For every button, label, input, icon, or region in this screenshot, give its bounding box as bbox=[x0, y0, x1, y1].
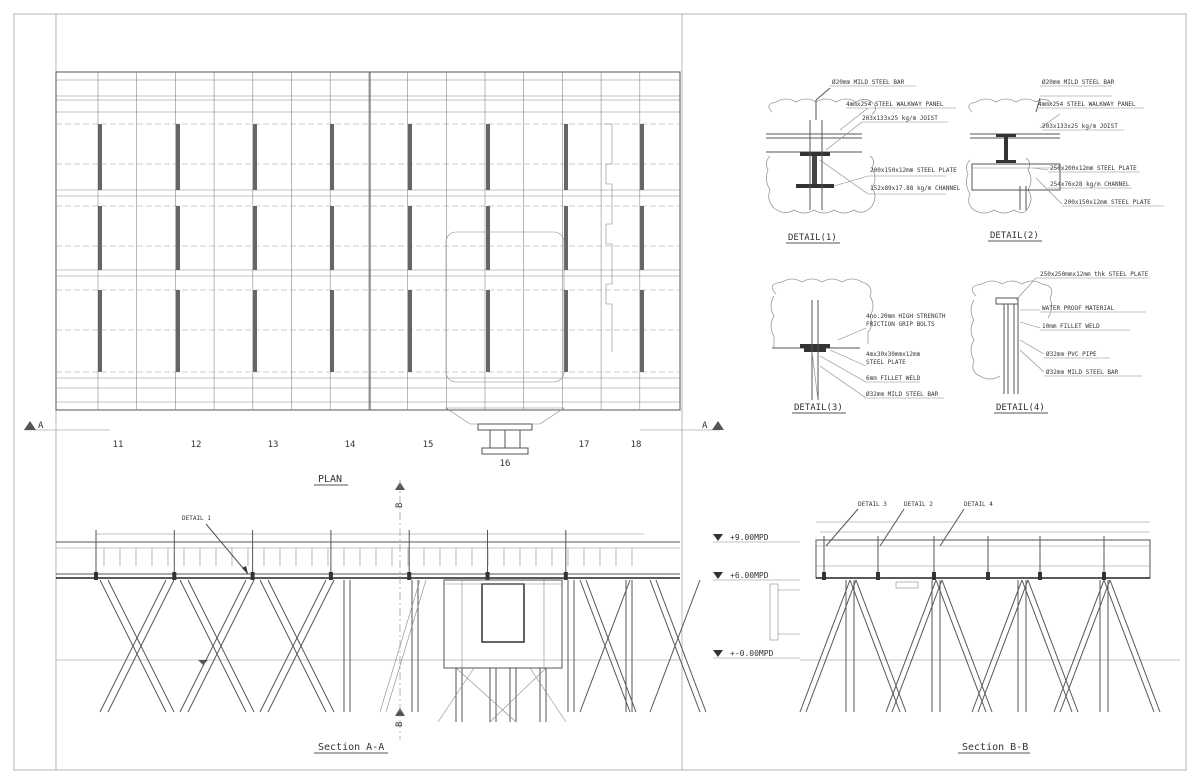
detail-4: 250x250mmx12mm thk STEEL PLATE WATER PRO… bbox=[970, 271, 1150, 414]
section-a-a-view: B B DETAIL 1 Section A-A bbox=[56, 480, 707, 754]
plan-view: A A 11 12 13 14 15 16 17 18 PLAN bbox=[24, 71, 724, 486]
detail-2: Ø20mm MILD STEEL BAR 4mmx254 STEEL WALKW… bbox=[966, 79, 1164, 242]
section-a-a-detail-label: DETAIL 1 bbox=[182, 515, 211, 522]
detail-label: 254x76x28 kg/m CHANNEL bbox=[1050, 181, 1130, 188]
detail-label: FRICTION GRIP BOLTS bbox=[866, 321, 935, 328]
grid-label: 17 bbox=[579, 440, 590, 450]
grid-label: 14 bbox=[345, 440, 356, 450]
detail-label: WATER PROOF MATERIAL bbox=[1042, 305, 1115, 312]
section-a-a-structure bbox=[56, 530, 707, 723]
detail-label: STEEL PLATE bbox=[866, 359, 906, 366]
grid-label: 13 bbox=[268, 440, 279, 450]
detail-callout: DETAIL 2 bbox=[904, 501, 933, 508]
grid-label: 12 bbox=[191, 440, 202, 450]
section-a-a-title: Section A-A bbox=[318, 742, 384, 753]
detail-title: DETAIL(2) bbox=[990, 231, 1039, 241]
detail-label: 250x200x12mm STEEL PLATE bbox=[1050, 165, 1137, 172]
detail-label: 200x150x12mm STEEL PLATE bbox=[1064, 199, 1151, 206]
section-b-b-detail-callouts: DETAIL 3 DETAIL 2 DETAIL 4 bbox=[825, 501, 993, 547]
detail-label: 10mm FILLET WELD bbox=[1042, 323, 1100, 330]
section-marker-right: A bbox=[702, 421, 708, 431]
detail-1: Ø20mm MILD STEEL BAR 4mmx254 STEEL WALKW… bbox=[766, 79, 961, 244]
detail-label: Ø20mm MILD STEEL BAR bbox=[1042, 79, 1115, 86]
section-b-marker-top: B bbox=[395, 503, 405, 508]
detail-label: 203x133x25 kg/m JOIST bbox=[1042, 123, 1118, 130]
detail-label: 200x150x12mm STEEL PLATE bbox=[870, 167, 957, 174]
detail-label: 4no.20mm HIGH STRENGTH bbox=[866, 313, 946, 320]
plan-grid-labels: 11 12 13 14 15 16 17 18 bbox=[113, 440, 642, 469]
plan-support-node bbox=[445, 407, 565, 455]
water-level-marker bbox=[198, 660, 208, 665]
detail-title: DETAIL(1) bbox=[788, 233, 837, 243]
section-arrow-left bbox=[24, 421, 36, 430]
detail-label: Ø32mm MILD STEEL BAR bbox=[1046, 369, 1119, 376]
section-marker-left: A bbox=[38, 421, 44, 431]
detail-label: 4mmx254 STEEL WALKWAY PANEL bbox=[846, 101, 944, 108]
detail-callout: DETAIL 3 bbox=[858, 501, 887, 508]
section-b-b-side-bracket bbox=[769, 583, 800, 641]
detail-label: 152x89x17.88 kg/m CHANNEL bbox=[870, 185, 961, 192]
level-label-top: +9.00MPD bbox=[730, 533, 769, 542]
grid-label: 15 bbox=[423, 440, 434, 450]
section-b-b-title: Section B-B bbox=[962, 742, 1028, 753]
detail-title: DETAIL(4) bbox=[996, 403, 1045, 413]
detail-label: 4mmx254 STEEL WALKWAY PANEL bbox=[1038, 101, 1136, 108]
grid-label: 18 bbox=[631, 440, 642, 450]
plan-deck-grid bbox=[55, 71, 681, 411]
detail-label: Ø32mm PVC PIPE bbox=[1046, 351, 1097, 358]
section-b-b-view: +9.00MPD +6.00MPD +-0.00MPD DETAIL 3 DET… bbox=[713, 501, 1180, 754]
section-a-a-pier bbox=[443, 579, 563, 669]
detail-label: 6mm FILLET WELD bbox=[866, 375, 921, 382]
section-arrow-right bbox=[712, 421, 724, 430]
detail-3: 4no.20mm HIGH STRENGTH FRICTION GRIP BOL… bbox=[770, 278, 946, 414]
detail-label: 250x250mmx12mm thk STEEL PLATE bbox=[1040, 271, 1149, 278]
grid-label: 16 bbox=[500, 459, 511, 469]
detail-label: Ø32mm MILD STEEL BAR bbox=[866, 391, 939, 398]
detail-label: 203x133x25 kg/m JOIST bbox=[862, 115, 938, 122]
level-label-mid: +6.00MPD bbox=[730, 571, 769, 580]
detail-callout: DETAIL 4 bbox=[964, 501, 993, 508]
level-markers: +9.00MPD +6.00MPD +-0.00MPD bbox=[713, 533, 800, 659]
section-b-b-structure bbox=[799, 521, 1180, 713]
level-label-bottom: +-0.00MPD bbox=[730, 649, 774, 658]
detail-label: 4mx30x30mmx12mm bbox=[866, 351, 921, 358]
detail-title: DETAIL(3) bbox=[794, 403, 843, 413]
grid-label: 11 bbox=[113, 440, 124, 450]
detail-label: Ø20mm MILD STEEL BAR bbox=[832, 79, 905, 86]
sheet-frame bbox=[13, 13, 1187, 771]
plan-title: PLAN bbox=[318, 474, 342, 485]
